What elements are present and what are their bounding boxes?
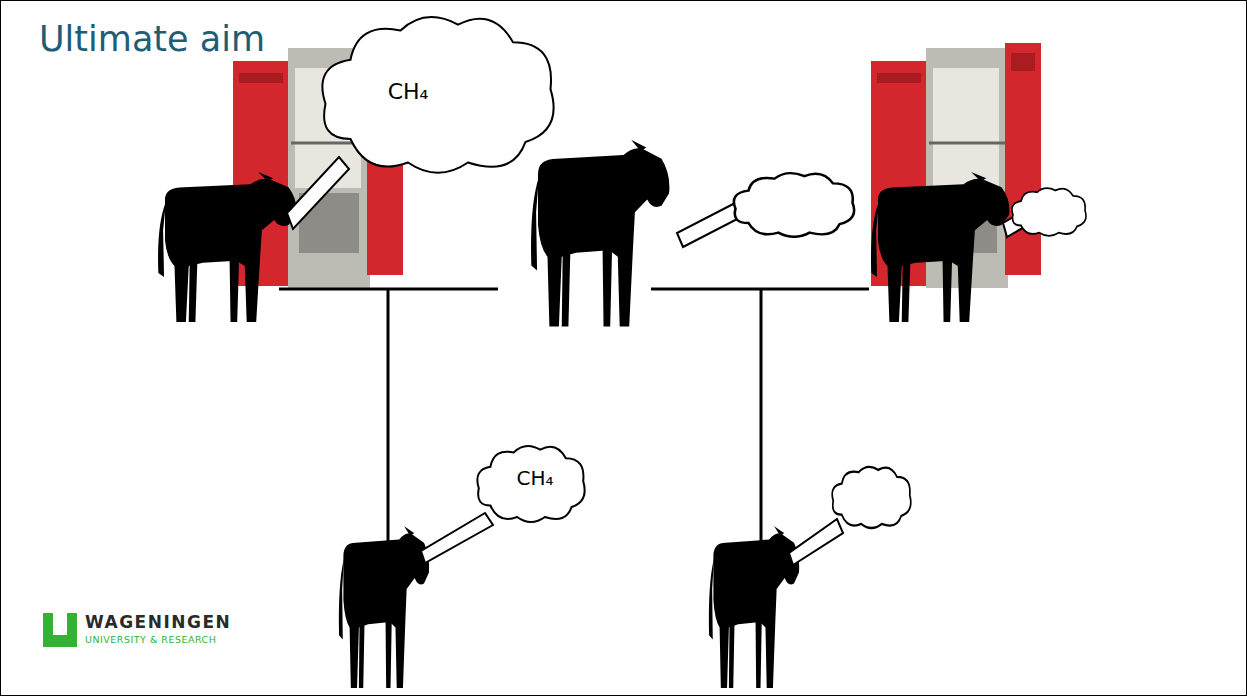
- calf-silhouette: [339, 526, 429, 688]
- methane-cloud: CH₄: [473, 441, 589, 527]
- methane-cloud: CH₄: [313, 7, 563, 183]
- gas-formula: CH₄: [516, 466, 553, 490]
- cloud-text-area: CH₄: [283, 3, 533, 179]
- breath-tubes: [287, 157, 1031, 565]
- cloud-text-area: CH₄: [477, 435, 593, 521]
- logo-subtitle: UNIVERSITY & RESEARCH: [85, 634, 216, 645]
- calf-silhouette: [709, 526, 799, 688]
- gas-formula: CH₄: [388, 79, 429, 104]
- empty-clouds: [734, 173, 1086, 528]
- pedigree-lines: [279, 289, 869, 559]
- cow-silhouette: [158, 172, 296, 322]
- slide-title: Ultimate aim: [39, 19, 265, 59]
- logo-wordmark: WAGENINGEN: [85, 612, 231, 632]
- cloud-shape: [313, 7, 563, 183]
- logo-mark: [43, 613, 77, 647]
- cow-silhouette: [871, 172, 1009, 322]
- bull-silhouette: [531, 140, 669, 327]
